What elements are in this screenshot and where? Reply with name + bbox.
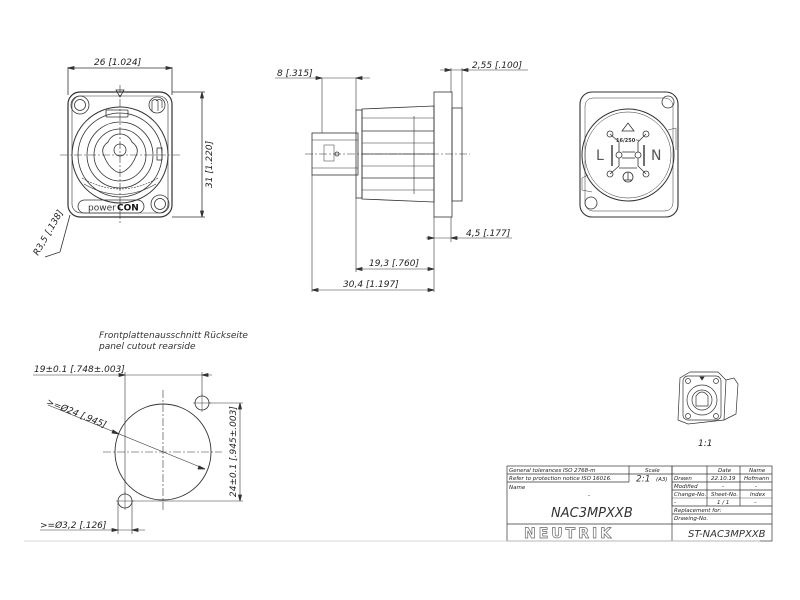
drawing-number: ST-NAC3MPXXB [688,529,766,540]
index-value: – [754,500,757,506]
rear-label-n: N [651,148,661,164]
drawn-date: 22.10.19 [711,476,736,482]
cutout-dim-19: 19±0.1 [.748±.003] [34,365,125,375]
title-block [24,465,773,542]
cutout-title-en: panel cutout rearside [98,342,196,352]
side-dim-2-55: 2,55 [.100] [472,61,522,71]
change-no-label: Change-No. [674,492,707,498]
brand-label-power: power [88,204,116,214]
sheet-no-value: 1 / 1 [717,500,729,506]
drawn-name: Hofmann [744,476,770,482]
name-field-label: Name [509,485,526,491]
change-no-value: - [674,500,676,506]
neutrik-logo: NEUTRIK [524,526,614,542]
cutout-dim-hole: >=Ø3,2 [.126] [40,520,107,531]
tolerances-note: General tolerances ISO 2768-m [509,468,596,474]
drawn-label: Drawn [674,476,692,482]
cutout-title-de: Frontplattenausschnitt Rückseite [99,331,248,341]
name-header: Name [749,468,766,474]
modified-date: - [722,484,724,490]
replacement-label: Replacement for: [674,508,722,514]
rear-view: L N 16/250~ [579,91,679,218]
cutout-dim-diameter: >=Ø24 [.945] [45,397,108,431]
iso-scale-label: 1:1 [698,439,712,449]
cutout-dim-24: 24±0.1 [.945±.003] [229,406,239,497]
index-label: Index [750,492,766,498]
front-view: power CON [44,65,205,258]
iso-view [677,371,739,425]
modified-name: - [755,484,757,490]
side-dim-8: 8 [.315] [277,69,313,79]
protection-note: Refer to protection notice ISO 16016. [509,476,612,482]
rear-rating: 16/250~ [616,138,639,144]
side-dim-30-4: 30,4 [1.197] [343,280,399,290]
rear-label-l: L [596,148,604,164]
scale-label: Scale [645,468,660,474]
date-header: Date [718,468,732,474]
scale-value: 2:1 [636,475,650,485]
scale-format: (A3) [656,477,668,483]
brand-label-con: CON [117,204,139,214]
name-dash: - [588,493,590,499]
front-height-dim: 31 [1.220] [205,140,215,188]
part-number: NAC3MPXXB [551,506,633,521]
side-dim-4-5: 4,5 [.177] [466,229,511,239]
modified-label: Modified [674,484,698,490]
front-radius-dim: R3,5 [.138] [32,208,66,257]
side-dim-19-3: 19,3 [.760] [369,259,419,269]
side-view [275,67,528,293]
panel-cutout [33,372,243,534]
front-width-dim: 26 [1.024] [94,58,142,68]
sheet-no-label: Sheet-No. [711,492,738,498]
drawing-no-label: Drawing-No. [674,516,708,522]
